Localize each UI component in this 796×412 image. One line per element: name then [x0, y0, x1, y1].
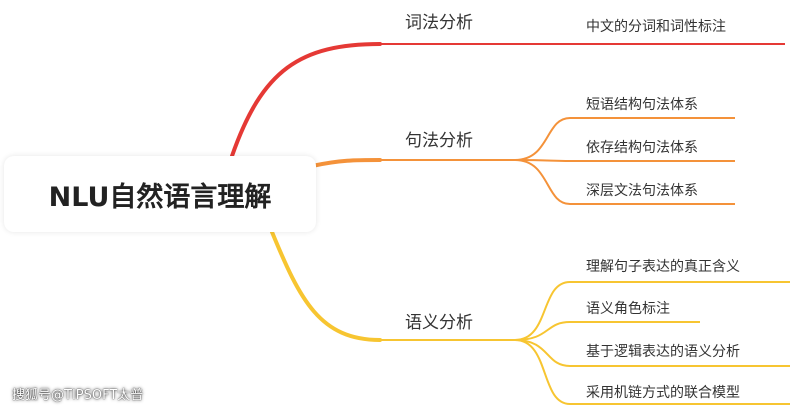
branch-syntax-analysis[interactable]: 句法分析 [405, 131, 473, 151]
connector-syntax-leaf-1 [514, 117, 735, 161]
connector-semantic-leaf-3 [514, 339, 790, 367]
connector-semantic-leaf-1 [514, 281, 790, 341]
connector-root-syntax [310, 158, 382, 168]
connector-semantic-leaf-4 [514, 339, 790, 405]
leaf-deep-grammar[interactable]: 深层文法句法体系 [586, 183, 698, 199]
leaf-logic-semantic-analysis[interactable]: 基于逻辑表达的语义分析 [586, 344, 740, 360]
leaf-phrase-structure[interactable]: 短语结构句法体系 [586, 97, 698, 113]
connector-root-semantic [270, 230, 382, 342]
leaf-chinese-segmentation[interactable]: 中文的分词和词性标注 [586, 19, 726, 35]
connector-semantic-leaf-2 [514, 321, 700, 341]
connector-syntax-leaf-2 [514, 159, 735, 162]
watermark: 搜狐号@TIPSOFT太普 [12, 388, 144, 403]
leaf-dependency-structure[interactable]: 依存结构句法体系 [586, 140, 698, 156]
branch-semantic-analysis[interactable]: 语义分析 [405, 313, 473, 333]
leaf-semantic-role-labeling[interactable]: 语义角色标注 [586, 301, 670, 317]
branch-lexical-analysis[interactable]: 词法分析 [405, 13, 473, 33]
leaf-sentence-meaning[interactable]: 理解句子表达的真正含义 [586, 259, 740, 275]
connector-syntax-leaf-3 [514, 159, 735, 205]
root-node[interactable]: NLU自然语言理解 [4, 156, 316, 232]
root-label: NLU自然语言理解 [48, 181, 272, 213]
connector-root-lexical [230, 42, 382, 158]
leaf-joint-model[interactable]: 采用机链方式的联合模型 [586, 385, 740, 401]
